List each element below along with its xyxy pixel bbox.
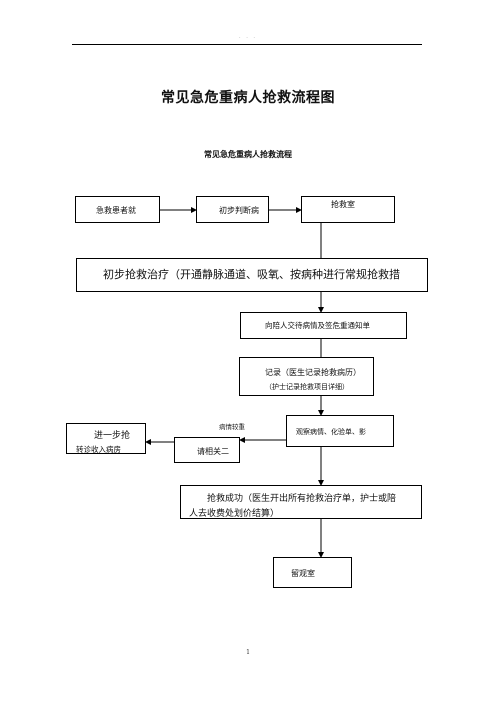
header-rule <box>72 44 422 45</box>
note-condition-severe: 病情较重 <box>219 423 245 431</box>
page-number: 1 <box>246 649 250 656</box>
header-dots: . . . <box>239 34 257 40</box>
box-observe-condition: 观察病情、化验单、影 <box>286 415 394 447</box>
box-rescue-room: 抢救室 <box>301 196 395 223</box>
box-consult: 请相关二 <box>174 437 240 463</box>
page-title: 常见急危重病人抢救流程图 <box>161 90 335 106</box>
box-record: 记录（医生记录抢救病历） （护士记录抢救项目详细） <box>239 357 374 396</box>
box-notify-family: 向陪人交待病情及签危重通知单 <box>240 312 407 339</box>
box-further-treatment: 进一步抢 转诊收入病房 <box>66 423 146 454</box>
box-emergency-patient: 急救患者就 <box>75 196 160 223</box>
box-rescue-success: 抢救成功（医生开出所有抢救治疗单，护士或陪 人去收费处划价结算） <box>180 485 422 519</box>
box-initial-diagnosis: 初步判断病 <box>196 196 269 223</box>
box-observation-room: 留观室 <box>273 557 352 588</box>
flowchart-subtitle: 常见急危重病人抢救流程 <box>204 149 292 159</box>
box-initial-treatment: 初步抢救治疗（开通静脉通道、吸氧、按病种进行常规抢救措 <box>76 258 428 292</box>
